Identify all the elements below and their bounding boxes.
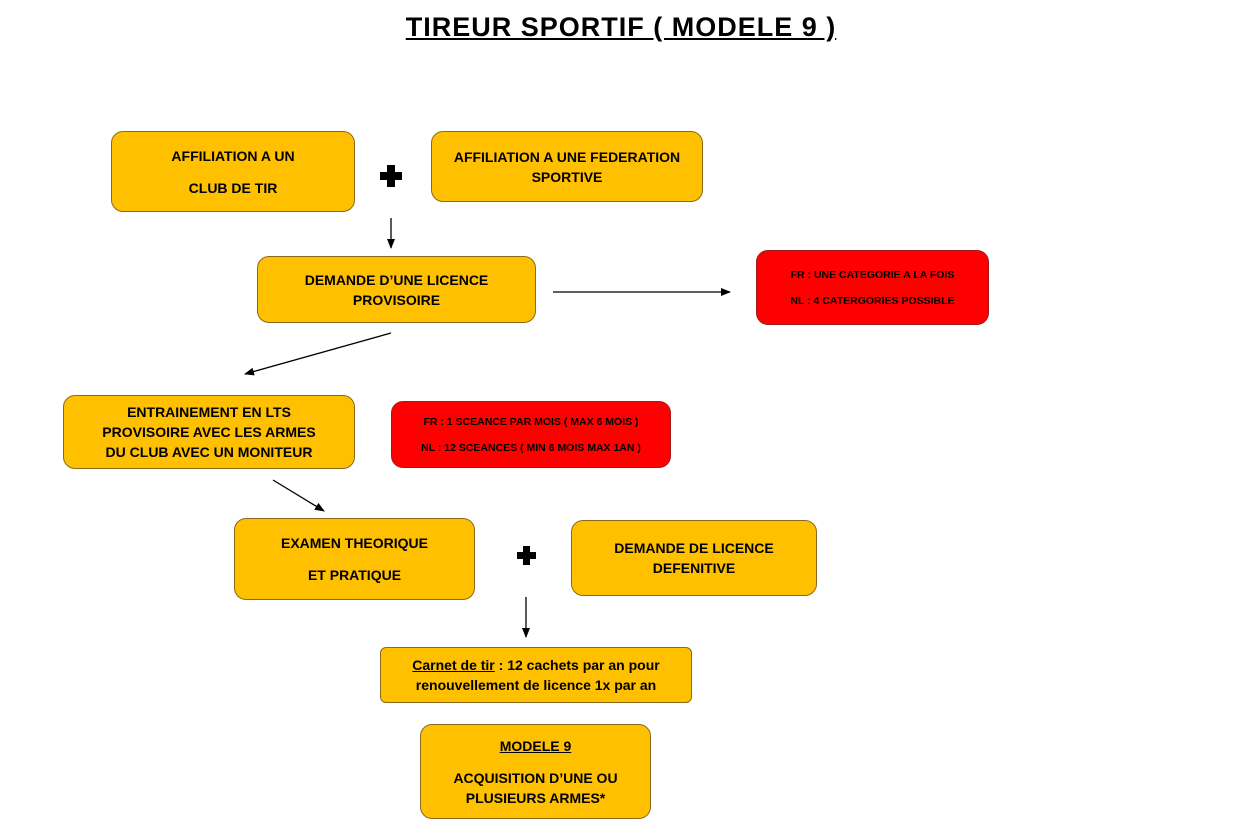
categories-note-line2: NL : 4 CATERGORIES POSSIBLE [790, 294, 955, 307]
plus-icon [380, 165, 402, 187]
seances-note-box: FR : 1 SCEANCE PAR MOIS ( MAX 6 MOIS ) N… [391, 401, 671, 468]
affiliation-federation-box: AFFILIATION A UNE FEDERATION SPORTIVE [431, 131, 703, 202]
carnet-line2: renouvellement de licence 1x par an [415, 677, 657, 693]
examen-line1: EXAMEN THEORIQUE [280, 535, 428, 551]
affiliation-federation-line2: SPORTIVE [531, 168, 603, 185]
seances-note-line2: NL : 12 SCEANCES ( MIN 6 MOIS MAX 1AN ) [421, 441, 641, 454]
modele9-line2: PLUSIEURS ARMES* [465, 789, 606, 806]
entrainement-line2: PROVISOIRE AVEC LES ARMES [102, 424, 316, 440]
demande-licence-provisoire-line2: PROVISOIRE [352, 291, 441, 308]
modele9-heading: MODELE 9 [499, 737, 572, 754]
carnet-box: Carnet de tir : 12 cachets par an pour r… [380, 647, 692, 703]
examen-line2: ET PRATIQUE [307, 567, 402, 583]
entrainement-line1: ENTRAINEMENT EN LTS [127, 404, 291, 420]
affiliation-club-line1: AFFILIATION A UN [171, 147, 295, 164]
demande-licence-definitive-line2: DEFENITIVE [652, 560, 736, 576]
modele9-line1: ACQUISITION D’UNE OU [453, 769, 618, 786]
demande-licence-provisoire-line1: DEMANDE D’UNE LICENCE [304, 271, 489, 288]
plus-icon [517, 546, 536, 565]
affiliation-club-box: AFFILIATION A UN CLUB DE TIR [111, 131, 355, 212]
entrainement-line3: DU CLUB AVEC UN MONITEUR [105, 444, 313, 460]
categories-note-box: FR : UNE CATEGORIE A LA FOIS NL : 4 CATE… [756, 250, 989, 325]
examen-box: EXAMEN THEORIQUE ET PRATIQUE [234, 518, 475, 600]
arrow-entrainement-to-examen [272, 479, 325, 512]
demande-licence-definitive-box: DEMANDE DE LICENCE DEFENITIVE [571, 520, 817, 596]
categories-note-line1: FR : UNE CATEGORIE A LA FOIS [790, 268, 955, 281]
modele9-box: MODELE 9 ACQUISITION D’UNE OU PLUSIEURS … [420, 724, 651, 819]
carnet-line1: Carnet de tir : 12 cachets par an pour [412, 655, 659, 675]
affiliation-federation-line1: AFFILIATION A UNE FEDERATION [453, 148, 681, 165]
carnet-label: Carnet de tir [412, 657, 495, 673]
affiliation-club-line2: CLUB DE TIR [188, 179, 278, 196]
arrow-demande-to-entrainement [244, 332, 392, 376]
seances-note-line1: FR : 1 SCEANCE PAR MOIS ( MAX 6 MOIS ) [423, 415, 639, 428]
demande-licence-definitive-line1: DEMANDE DE LICENCE [614, 540, 774, 556]
carnet-line1-rest: : 12 cachets par an pour [494, 657, 660, 673]
diagram-title: TIREUR SPORTIF ( MODELE 9 ) [405, 12, 837, 42]
entrainement-box: ENTRAINEMENT EN LTS PROVISOIRE AVEC LES … [63, 395, 355, 469]
demande-licence-provisoire-box: DEMANDE D’UNE LICENCE PROVISOIRE [257, 256, 536, 323]
